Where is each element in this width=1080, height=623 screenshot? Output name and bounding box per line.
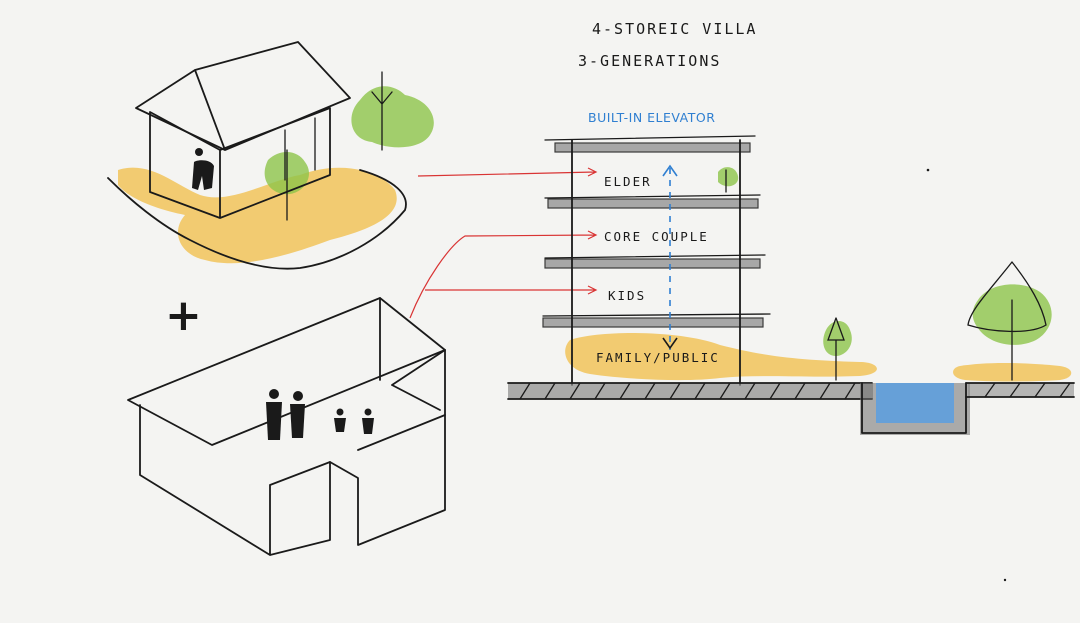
building-side-walls <box>329 414 446 546</box>
section-tree-large-outline <box>967 261 1047 381</box>
slab-roof <box>554 142 751 153</box>
arrow-box-to-kids <box>425 285 598 295</box>
slab-level-2 <box>544 258 761 269</box>
pool-water <box>876 383 954 423</box>
terrace-plant <box>718 167 739 187</box>
section-tree-small-outline <box>827 317 845 381</box>
small-house-sketch <box>107 41 434 270</box>
building-section: BUILT-IN ELEVATOR ELDER CORE COUPLE KIDS… <box>507 110 1075 435</box>
person-figure-head <box>195 148 203 156</box>
house-walls <box>149 107 331 219</box>
elevator-arrow-down-icon <box>662 337 678 350</box>
tree-trunk <box>371 71 393 151</box>
slab-outlines <box>542 135 771 317</box>
section-walls <box>571 139 741 386</box>
floor-label-elder: ELDER <box>604 174 652 189</box>
connector-arrows <box>409 167 598 319</box>
stray-mark <box>926 168 930 172</box>
stray-mark <box>1003 578 1007 582</box>
ground-floor-yellow-wash <box>565 333 877 381</box>
section-tree-small-foliage <box>823 321 852 356</box>
building-front-walls <box>139 404 331 556</box>
ground-strip-right <box>968 383 1074 397</box>
ground-hatch-left <box>519 382 856 400</box>
site-outline <box>107 169 407 270</box>
ground-lines-left <box>507 382 873 400</box>
large-building-sketch <box>127 297 446 556</box>
pool-outline <box>861 382 967 434</box>
elevator-arrow-up-icon <box>662 164 678 177</box>
house-roof <box>135 41 351 151</box>
ground-hatch-right <box>984 382 1071 398</box>
building-notch <box>391 349 446 411</box>
family-figures <box>266 389 374 440</box>
plus-sign: + <box>165 290 202 341</box>
arrow-house-to-elder <box>417 167 598 177</box>
house-columns <box>284 117 316 181</box>
person-figure-body <box>192 160 214 190</box>
elevator-label: BUILT-IN ELEVATOR <box>588 110 715 125</box>
slab-level-3 <box>547 198 759 209</box>
slab-level-1 <box>542 317 764 328</box>
floor-label-core-couple: CORE COUPLE <box>604 229 709 244</box>
arrow-box-to-core-couple <box>409 230 598 319</box>
building-right-edges <box>379 297 446 416</box>
tree-foliage <box>351 86 434 148</box>
ground-strip-left <box>508 383 873 399</box>
floor-label-family-public: FAMILY/PUBLIC <box>596 350 720 365</box>
title-line-1: 4-STOREIC VILLA <box>592 20 757 38</box>
floor-label-kids: KIDS <box>608 288 646 303</box>
title-line-2: 3-GENERATIONS <box>578 52 721 70</box>
